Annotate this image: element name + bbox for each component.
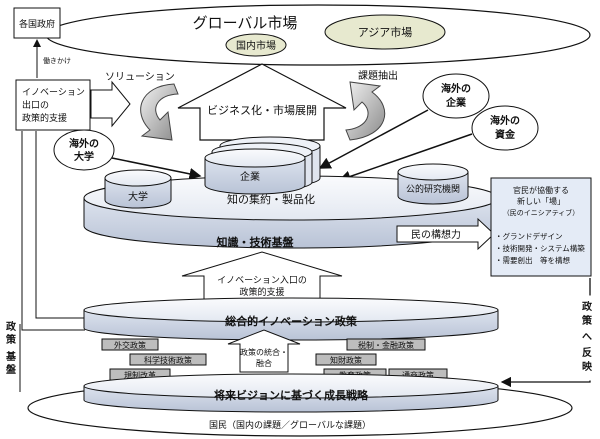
global-market-ellipse [45, 4, 591, 66]
innovation-entry-line1: イノベーション入口の [217, 275, 307, 286]
solution-label: ソリューション [105, 72, 175, 83]
policy-integration-arrow [227, 329, 301, 373]
business-market-label: ビジネス化・市場展開 [207, 103, 317, 117]
domestic-market-ellipse [225, 33, 287, 57]
citizens-label: 国民（国内の課題／グローバルな課題） [209, 419, 371, 431]
policy-integration-line2: 融合 [256, 358, 272, 368]
growth-strategy-disk-top [83, 373, 499, 399]
growth-strategy-label: 将来ビジョンに基づく成長戦略 [214, 388, 369, 402]
comprehensive-policy-disk-top [83, 297, 499, 323]
public-research-label: 公的研究機関 [406, 183, 460, 195]
overseas-company-ellipse [422, 73, 490, 119]
overseas-capital-arrow [338, 133, 473, 183]
issue-extraction-label: 課題抽出 [358, 69, 398, 82]
university-label: 大学 [128, 190, 148, 203]
company-cylinder-top [204, 148, 306, 168]
overseas-company-arrow [318, 109, 429, 169]
policy-tile-regulation-label: 規制改革 [124, 370, 156, 380]
hatarakikake-label: 働きかけ [43, 56, 71, 65]
policy-tile-diplomacy [101, 338, 159, 351]
policy-tile-science [129, 353, 207, 366]
private-vision-arrow [396, 217, 495, 251]
knowledge-base-label: 知識・技術基盤 [216, 235, 295, 249]
left-connector-inner [35, 131, 85, 319]
exit-right-arrow [90, 80, 131, 128]
public-private-box [490, 177, 592, 277]
university-cylinder [104, 177, 172, 209]
asia-market-label: アジア市場 [358, 25, 413, 39]
side-box-item-2: ・技術開発・システム構築 [495, 243, 585, 253]
policy-base-char-4: 盤 [5, 363, 17, 376]
policy-tile-diplomacy-label: 外交政策 [114, 340, 146, 350]
policy-base-char-2: 策 [6, 333, 17, 346]
side-box-title-1: 官民が協働する [513, 185, 569, 195]
overseas-university-line2: 大学 [74, 150, 94, 163]
overseas-company-line2: 企業 [445, 96, 467, 109]
policy-tile-ip-label: 知財政策 [330, 355, 362, 365]
innovation-exit-box [15, 79, 91, 131]
overseas-university-ellipse [53, 129, 115, 171]
policy-tile-tax [346, 338, 426, 351]
innovation-exit-line1: イノベーション [22, 88, 85, 98]
overseas-university-arrow [111, 157, 202, 180]
overseas-capital-line2: 資金 [495, 128, 516, 141]
policy-tile-trade-label: 通商政策 [402, 370, 434, 380]
issue-curved-arrow [345, 81, 386, 141]
reflect-char-3: へ [582, 332, 592, 343]
side-box-item-3: ・需要創出 等を構想 [495, 255, 570, 265]
private-vision-label: 民の構想力 [411, 228, 461, 241]
policy-integration-line1: 政策の統合・ [240, 347, 288, 357]
domestic-market-label: 国内市場 [236, 39, 276, 52]
knowledge-integration-label: 知の集約・製品化 [227, 192, 315, 206]
asia-market-ellipse [324, 14, 446, 50]
innovation-exit-line3: 政策的支援 [22, 112, 67, 124]
overseas-company-line1: 海外の [441, 82, 471, 95]
business-market-arrow [177, 63, 347, 141]
side-box-item-1: ・グランドデザイン [495, 231, 563, 241]
policy-base-char-3: 基 [5, 350, 17, 363]
comprehensive-policy-label: 総合的イノベーション政策 [225, 314, 358, 328]
public-research-cylinder [397, 171, 469, 205]
reflect-char-1: 政 [582, 300, 593, 313]
overseas-capital-ellipse [471, 105, 539, 151]
solution-curved-arrow [140, 83, 179, 141]
reflect-char-2: 策 [582, 314, 593, 327]
company-label: 企業 [240, 170, 260, 183]
policy-tile-tax-label: 税制・金融政策 [358, 340, 414, 350]
side-box-title-2: 新しい「場」 [517, 196, 565, 206]
innovation-entry-arrow [181, 251, 343, 301]
side-box-title-3: （民のイニシアティブ） [503, 208, 580, 217]
policy-base-char-1: 政 [6, 320, 17, 333]
policy-tile-ip [315, 353, 377, 366]
reflect-char-5: 映 [582, 360, 593, 373]
public-research-cylinder-top [397, 163, 469, 181]
innovation-exit-line2: 出口の [22, 99, 49, 111]
company-cylinder [204, 157, 306, 195]
global-market-label: グローバル市場 [193, 14, 298, 32]
national-gov-label: 各国政府 [19, 18, 55, 30]
innovation-entry-line2: 政策的支援 [239, 286, 284, 298]
reflect-char-4: 反 [582, 346, 592, 359]
overseas-capital-line1: 海外の [490, 114, 520, 127]
reflect-policy-box [575, 295, 599, 381]
university-cylinder-top [104, 169, 172, 187]
national-gov-box [13, 7, 61, 39]
overseas-university-line1: 海外の [69, 137, 99, 150]
policy-tile-science-label: 科学技術政策 [144, 355, 192, 365]
left-connector-outer [21, 131, 85, 331]
